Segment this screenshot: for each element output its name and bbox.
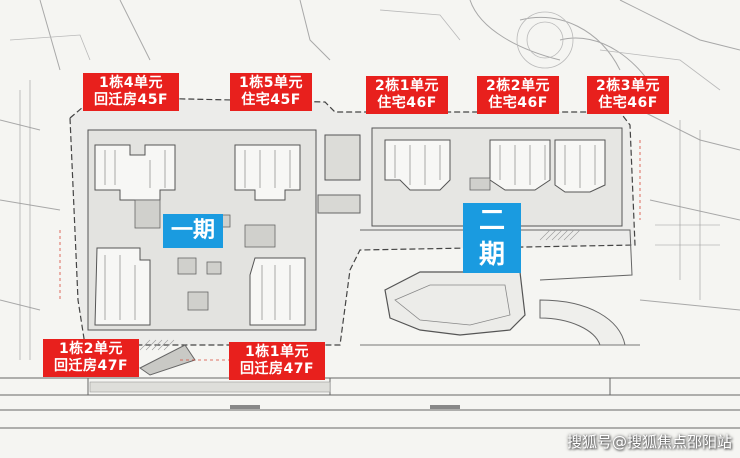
building-label-1-2-name: 1栋2单元 <box>59 341 123 357</box>
building-label-2-2-name: 2栋2单元 <box>486 78 550 94</box>
building-label-2-3-name: 2栋3单元 <box>596 78 660 94</box>
building-label-2-2: 2栋2单元 住宅46F <box>477 76 559 114</box>
building-label-1-1: 1栋1单元 回迁房47F <box>229 342 325 380</box>
building-label-1-2-floors: 回迁房47F <box>53 358 129 374</box>
building-label-1-5-floors: 住宅45F <box>241 92 301 108</box>
phase2-label: 二 期 <box>463 203 521 273</box>
phase2-label-line2: 期 <box>478 240 505 270</box>
building-label-1-4: 1栋4单元 回迁房45F <box>83 73 179 111</box>
building-label-2-3: 2栋3单元 住宅46F <box>587 76 669 114</box>
watermark: 搜狐号@搜狐焦点邵阳站 <box>566 433 732 451</box>
building-label-2-1-floors: 住宅46F <box>377 95 437 111</box>
building-label-1-4-name: 1栋4单元 <box>99 75 163 91</box>
phase2-label-line1: 二 <box>478 206 505 236</box>
building-label-1-2: 1栋2单元 回迁房47F <box>43 339 139 377</box>
phase1-label: 一期 <box>163 214 223 248</box>
building-label-2-1-name: 2栋1单元 <box>375 78 439 94</box>
building-label-2-2-floors: 住宅46F <box>488 95 548 111</box>
building-label-1-4-floors: 回迁房45F <box>93 92 169 108</box>
building-label-1-1-floors: 回迁房47F <box>239 361 315 377</box>
building-label-2-1: 2栋1单元 住宅46F <box>366 76 448 114</box>
building-label-2-3-floors: 住宅46F <box>598 95 658 111</box>
building-label-1-5-name: 1栋5单元 <box>239 75 303 91</box>
road-lines <box>0 377 740 429</box>
building-label-1-1-name: 1栋1单元 <box>245 344 309 360</box>
building-label-1-5: 1栋5单元 住宅45F <box>230 73 312 111</box>
